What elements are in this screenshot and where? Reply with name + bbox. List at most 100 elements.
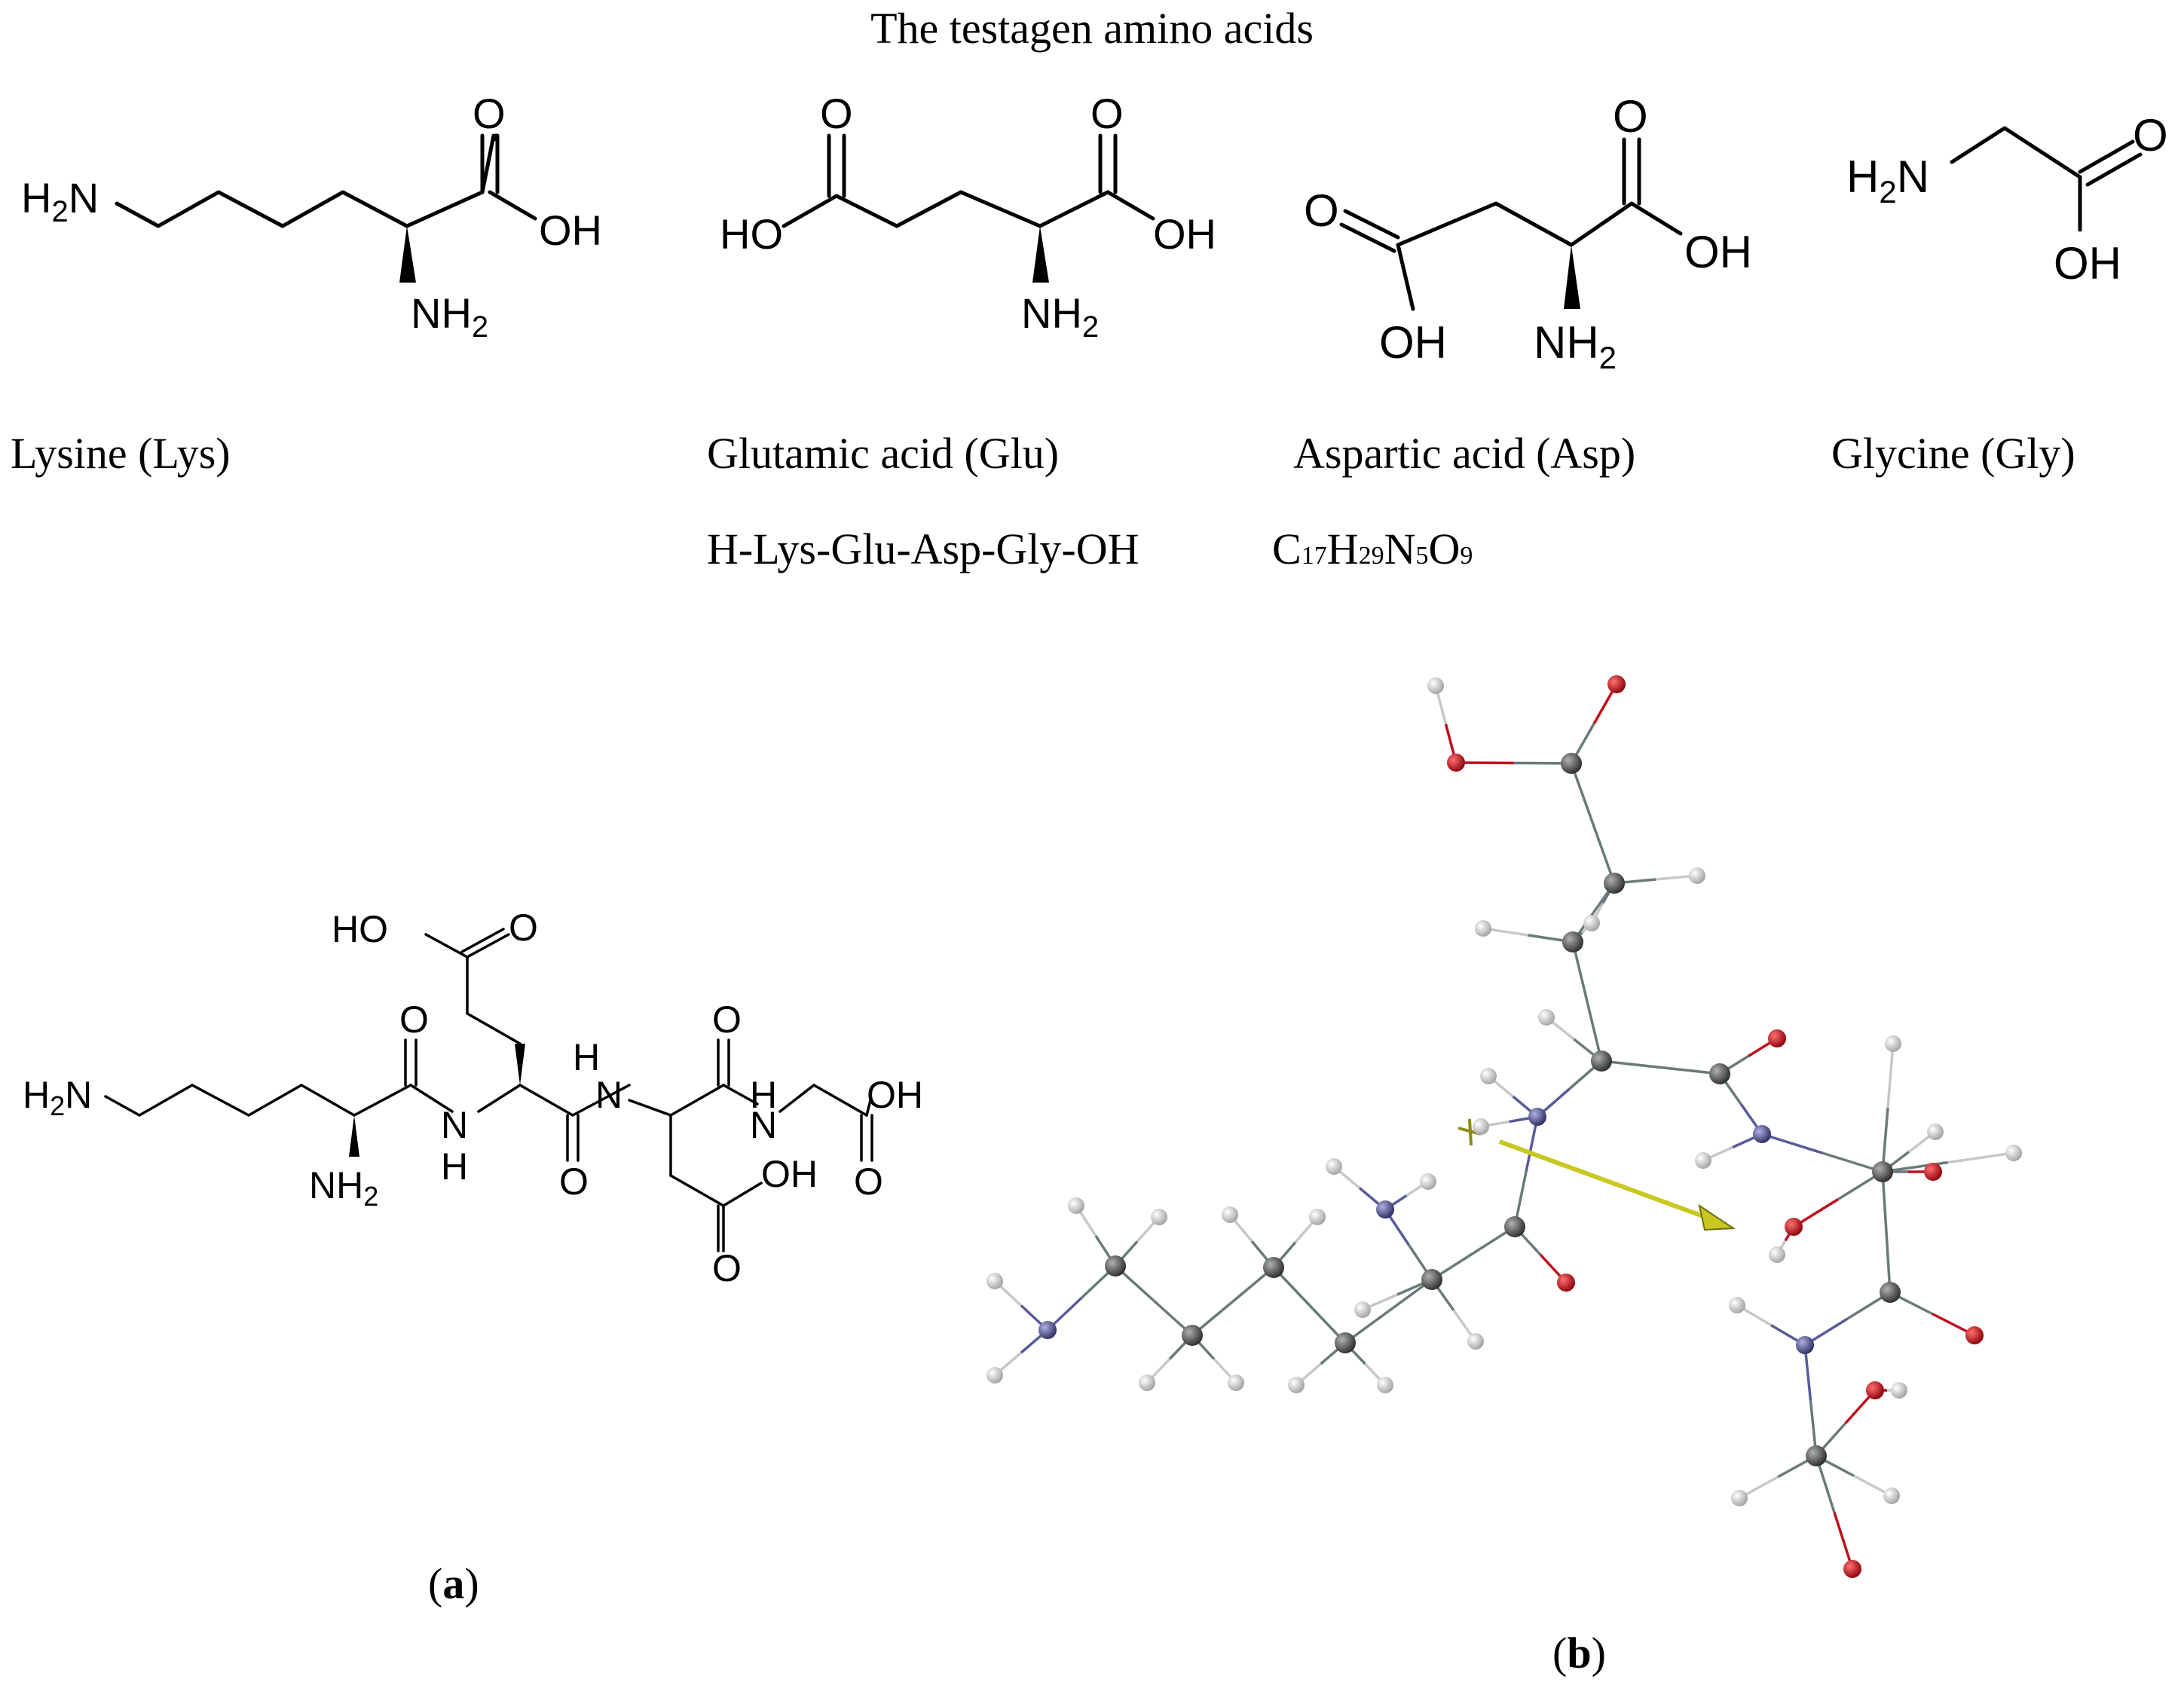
- pep-o3-label: O: [559, 1160, 589, 1203]
- lysine-structure: H2N O OH NH2: [21, 90, 602, 344]
- gly-oh-label: OH: [2054, 238, 2121, 289]
- carbon-atom: [1263, 1257, 1284, 1278]
- amino-acid-structures: H2N O OH NH2 HO O O OH NH2 O OH O: [21, 90, 2168, 375]
- asp-oh2-label: OH: [1684, 227, 1752, 277]
- oxygen-atom: [1965, 1326, 1984, 1344]
- oxygen-atom: [1607, 675, 1626, 693]
- hydrogen-atom: [1689, 867, 1705, 884]
- glu-o1-label: O: [820, 90, 853, 137]
- asp-nh2-label: NH2: [1534, 317, 1617, 375]
- carbon-atom: [1604, 873, 1625, 894]
- nitrogen-atom: [1796, 1336, 1814, 1354]
- hydrogen-atom: [1151, 1209, 1167, 1225]
- bond-segment: [1886, 1043, 1895, 1108]
- pep-h1-label: H: [441, 1145, 468, 1188]
- carbon-atom: [1591, 1050, 1612, 1072]
- pep-o6-label: O: [854, 1160, 883, 1203]
- figure-title: The testagen amino acids: [870, 4, 1314, 53]
- pep-h3-label: H: [750, 1074, 777, 1116]
- lys-oh-label: OH: [539, 206, 602, 254]
- gly-h2n-label: H2N: [1846, 151, 1929, 209]
- asp-oh-label: OH: [1379, 317, 1447, 368]
- hydrogen-atom: [986, 1367, 1003, 1384]
- pep-n3-label: N: [750, 1104, 777, 1146]
- pep-o2-label: O: [509, 907, 538, 949]
- pep-o4-label: O: [712, 998, 742, 1041]
- dipole-arrow: [1458, 1118, 1736, 1231]
- oxygen-atom: [1768, 1029, 1786, 1047]
- carbon-atom: [1105, 1255, 1126, 1277]
- pep-h2-label: H: [573, 1036, 600, 1078]
- pep-oh1-label: OH: [761, 1153, 818, 1195]
- glutamic-acid-structure: HO O O OH NH2: [720, 90, 1216, 344]
- hydrogen-atom: [1729, 1297, 1745, 1313]
- hydrogen-atom: [1467, 1333, 1484, 1350]
- hydrogen-atom: [1139, 1374, 1155, 1391]
- lys-o-label: O: [473, 90, 506, 137]
- pep-h2n-label: H2N: [23, 1074, 92, 1121]
- panel-a-caption: (a): [428, 1559, 479, 1608]
- hydrogen-atom: [1583, 915, 1600, 931]
- hydrogen-atom: [1309, 1209, 1326, 1225]
- gly-o-label: O: [2133, 110, 2168, 161]
- oxygen-atom: [1843, 1560, 1861, 1578]
- lysine-label: Lysine (Lys): [11, 429, 231, 478]
- oxygen-atom: [1447, 754, 1465, 772]
- pep-o1-label: O: [399, 998, 429, 1041]
- hydrogen-atom: [1288, 1377, 1305, 1393]
- hydrogen-atom: [1326, 1158, 1342, 1175]
- oxygen-atom: [1866, 1381, 1884, 1399]
- pep-n1-label: N: [441, 1104, 468, 1146]
- carbon-atom: [1806, 1445, 1827, 1466]
- aspartic-acid-label: Aspartic acid (Asp): [1293, 429, 1636, 478]
- hydrogen-atom: [1420, 1173, 1436, 1190]
- hydrogen-atom: [2005, 1145, 2022, 1161]
- glu-nh2-label: NH2: [1021, 289, 1099, 344]
- bond-segment: [1833, 1512, 1854, 1570]
- hydrogen-atom: [1538, 1009, 1555, 1026]
- hydrogen-atom: [1473, 1118, 1489, 1135]
- glu-oh-label: OH: [1153, 210, 1216, 258]
- nitrogen-atom: [1753, 1125, 1771, 1143]
- hydrogen-atom: [1377, 1377, 1393, 1393]
- asp-o2-label: O: [1613, 91, 1648, 142]
- glycine-label: Glycine (Gly): [1831, 429, 2075, 478]
- bond-segment: [1591, 822, 1616, 884]
- carbon-atom: [1872, 1161, 1893, 1182]
- hydrogen-atom: [1068, 1197, 1084, 1214]
- glycine-structure: H2N O OH: [1846, 110, 2168, 289]
- nitrogen-atom: [1528, 1108, 1546, 1126]
- nitrogen-atom: [1376, 1200, 1394, 1219]
- oxygen-atom: [1785, 1218, 1803, 1236]
- bond-segment: [1881, 1107, 1889, 1173]
- carbon-atom: [1561, 753, 1582, 774]
- bond-segment: [1525, 1116, 1539, 1173]
- oxygen-atom: [1924, 1163, 1942, 1181]
- hydrogen-atom: [1228, 1374, 1244, 1391]
- pep-nh2-label: NH2: [309, 1164, 378, 1212]
- oxygen-atom: [1557, 1274, 1575, 1292]
- pep-oh2-label: OH: [867, 1074, 923, 1116]
- carbon-atom: [1880, 1282, 1901, 1303]
- glutamic-acid-label: Glutamic acid (Glu): [707, 429, 1060, 478]
- carbon-atom: [1335, 1332, 1356, 1353]
- hydrogen-atom: [1731, 1490, 1748, 1506]
- molecular-formula: C17H29N5O9: [1272, 524, 1473, 573]
- lys-h2n-label: H2N: [21, 174, 99, 228]
- hydrogen-atom: [1222, 1206, 1238, 1223]
- model-atoms: [986, 675, 2022, 1578]
- carbon-atom: [1182, 1325, 1203, 1346]
- pep-ho-label: HO: [332, 908, 388, 950]
- hydrogen-atom: [1480, 1068, 1497, 1084]
- aspartic-acid-structure: O OH O OH NH2: [1304, 91, 1752, 375]
- carbon-atom: [1709, 1063, 1730, 1084]
- asp-o1-label: O: [1304, 185, 1339, 236]
- hydrogen-atom: [1883, 1488, 1900, 1504]
- hydrogen-atom: [1475, 920, 1491, 937]
- hydrogen-atom: [1354, 1301, 1371, 1318]
- bond-segment: [1803, 1344, 1812, 1401]
- hydrogen-atom: [1769, 1246, 1785, 1263]
- hydrogen-atom: [1427, 677, 1444, 694]
- hydrogen-atom: [986, 1273, 1003, 1289]
